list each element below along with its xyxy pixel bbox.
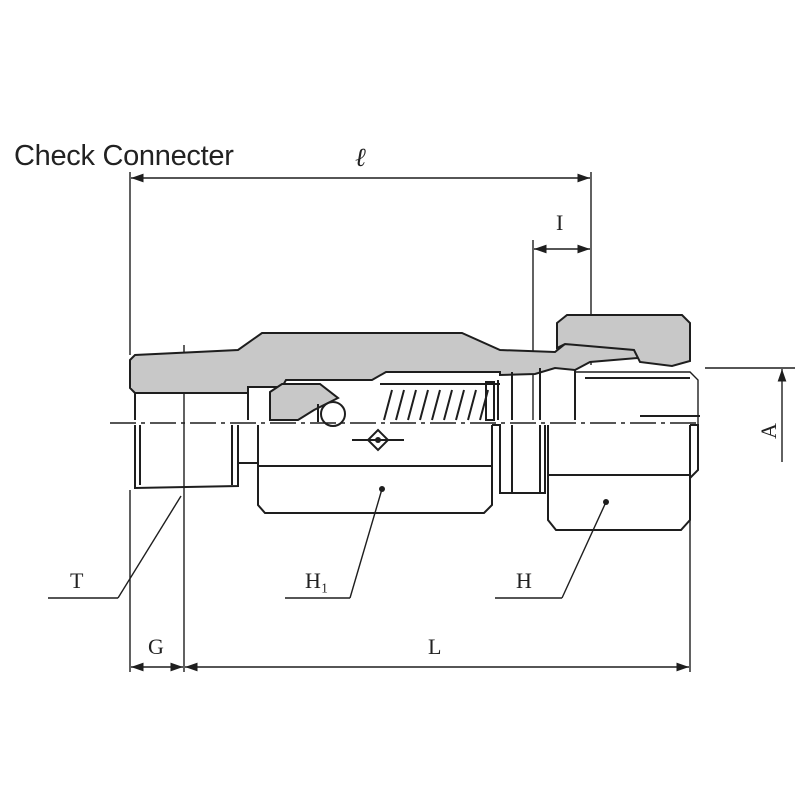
- label-body-hex: H₁: [305, 568, 329, 593]
- dimension-lines: [131, 173, 787, 672]
- label-overall-length: ℓ: [355, 143, 366, 172]
- extension-lines: [129, 172, 795, 672]
- label-diameter: A: [756, 423, 781, 439]
- check-ball: [320, 401, 346, 427]
- spring: [380, 381, 500, 421]
- label-insertion: I: [556, 210, 563, 235]
- nut-section: [556, 314, 691, 368]
- leader-body-hex: [349, 488, 383, 599]
- leaders: [48, 488, 607, 599]
- lower-exterior: [134, 424, 699, 531]
- label-nut-hex: H: [516, 568, 532, 593]
- diagram-title: Check Connecter: [14, 140, 234, 172]
- threaded-end: [134, 425, 239, 490]
- nut-hex: [547, 425, 691, 531]
- body-hex: [257, 425, 493, 514]
- check-valve-symbol: [352, 428, 404, 452]
- upper-section: [129, 314, 700, 479]
- leader-thread: [117, 495, 182, 599]
- label-thread: T: [70, 568, 84, 593]
- label-length: L: [428, 634, 441, 659]
- labels: ℓ I A T H₁ H G L: [70, 143, 781, 659]
- poppet-section: [269, 383, 340, 421]
- leader-nut-hex: [561, 501, 607, 599]
- label-thread-length: G: [148, 634, 164, 659]
- body-section: [129, 332, 640, 394]
